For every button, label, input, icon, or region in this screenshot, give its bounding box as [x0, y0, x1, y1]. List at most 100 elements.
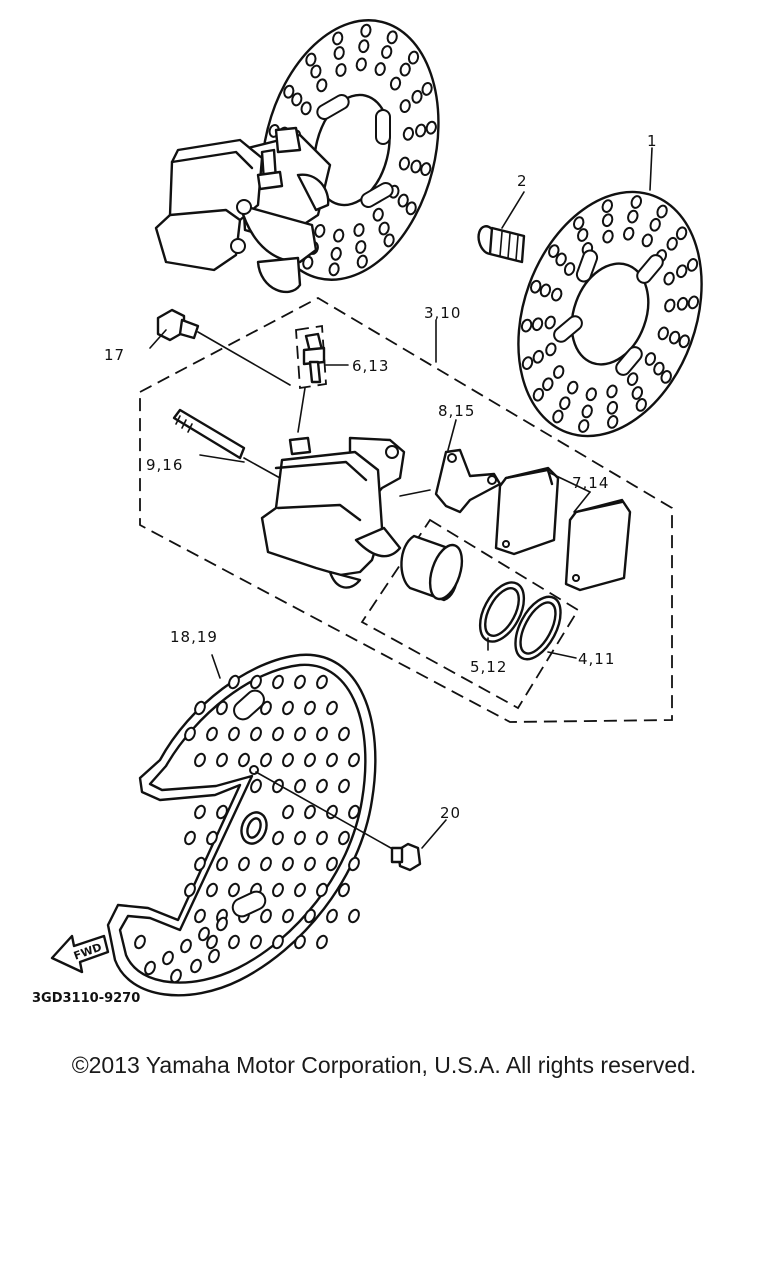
callout-4-11: 4,11	[578, 650, 615, 668]
perforation-hole	[304, 856, 316, 872]
perforation-hole	[539, 283, 552, 298]
callout-8-15: 8,15	[438, 402, 475, 420]
perforation-hole	[180, 938, 192, 954]
caliper-assembly-boundary	[139, 296, 673, 723]
perforation-hole	[304, 908, 316, 924]
slide-pin-9-16	[172, 408, 281, 479]
callout-18-19: 18,19	[170, 628, 218, 646]
perforation-hole	[328, 262, 340, 277]
perforation-hole	[326, 700, 338, 716]
perforation-hole	[649, 217, 661, 232]
assembled-brake-view	[154, 19, 440, 294]
perforation-hole	[208, 948, 220, 964]
perforation-hole	[294, 934, 306, 950]
disc-bolt-2	[477, 191, 526, 264]
perforation-hole	[415, 123, 427, 138]
perforation-hole	[194, 700, 206, 716]
perforation-hole	[330, 246, 342, 261]
perforation-hole	[410, 159, 422, 174]
perforation-hole	[184, 882, 196, 898]
perforation-hole	[206, 726, 218, 742]
pad-spring-8-15	[434, 419, 502, 514]
perforation-hole	[552, 409, 564, 424]
perforation-hole	[134, 934, 146, 950]
perforation-hole	[184, 830, 196, 846]
callout-20: 20	[440, 804, 461, 822]
perforation-hole	[228, 674, 240, 690]
perforation-hole	[360, 23, 372, 38]
perforation-hole	[310, 64, 322, 79]
callout-17: 17	[104, 346, 125, 364]
perforation-hole	[521, 356, 534, 370]
perforation-hole	[144, 960, 156, 976]
perforation-hole	[304, 804, 316, 820]
callout-6-13: 6,13	[352, 357, 389, 375]
callout-9-16: 9,16	[146, 456, 183, 474]
caliper-body	[260, 436, 431, 589]
perforation-hole	[542, 377, 554, 392]
perforation-hole	[550, 287, 563, 302]
perforation-hole	[585, 387, 598, 402]
perforation-hole	[348, 908, 360, 924]
perforation-hole	[194, 804, 206, 820]
perforation-hole	[622, 226, 635, 241]
perforation-hole	[216, 856, 228, 872]
callout-5-12: 5,12	[470, 658, 507, 676]
perforation-hole	[686, 258, 699, 272]
perforation-hole	[664, 298, 676, 313]
perforation-hole	[194, 856, 206, 872]
perforation-hole	[283, 84, 295, 99]
perforation-hole	[272, 934, 284, 950]
assembled-caliper	[154, 126, 332, 294]
perforation-hole	[399, 62, 411, 77]
piston-seal-group-boundary	[360, 518, 580, 710]
perforation-hole	[260, 752, 272, 768]
perforation-hole	[338, 830, 350, 846]
callout-1: 1	[647, 132, 658, 150]
piston-seal-4-11	[514, 595, 577, 661]
perforation-hole	[316, 778, 328, 794]
callout-7-14: 7,14	[572, 474, 609, 492]
perforation-hole	[572, 216, 585, 230]
perforation-hole	[216, 804, 228, 820]
brake-disc-holes	[520, 195, 700, 433]
perforation-hole	[316, 78, 328, 93]
perforation-hole	[635, 398, 648, 412]
perforation-hole	[399, 99, 411, 114]
perforation-hole	[314, 223, 326, 238]
perforation-hole	[531, 317, 544, 332]
perforation-hole	[653, 361, 665, 376]
perforation-hole	[302, 255, 314, 270]
perforation-hole	[190, 958, 202, 974]
perforation-hole	[333, 228, 345, 243]
bleed-screw-6-13	[295, 324, 349, 433]
perforation-hole	[272, 882, 284, 898]
perforation-hole	[601, 199, 614, 213]
perforation-hole	[421, 81, 433, 96]
perforation-hole	[559, 396, 571, 411]
callout-3-10: 3,10	[424, 304, 461, 322]
dust-seal-5-12	[478, 581, 526, 651]
perforation-hole	[206, 934, 218, 950]
perforation-hole	[630, 195, 643, 209]
caliper-bolt-17	[149, 308, 291, 386]
perforation-hole	[606, 384, 618, 399]
perforation-hole	[383, 233, 395, 248]
perforation-hole	[378, 221, 390, 236]
perforation-hole	[294, 778, 306, 794]
perforation-hole	[238, 752, 250, 768]
perforation-hole	[304, 700, 316, 716]
perforation-hole	[355, 57, 367, 72]
perforation-hole	[250, 778, 262, 794]
perforation-hole	[316, 882, 328, 898]
perforation-hole	[216, 916, 228, 932]
callout-2: 2	[517, 172, 528, 190]
perforation-hole	[601, 213, 614, 228]
perforation-hole	[332, 31, 344, 46]
callout-labels: 1 2 3,10 17 6,13 8,15 9,16 7,14 18,19 4,…	[32, 132, 658, 1006]
perforation-hole	[397, 193, 409, 208]
perforation-hole	[425, 120, 437, 135]
perforation-hole	[294, 726, 306, 742]
perforation-hole	[194, 908, 206, 924]
disc-protector-18-19	[106, 653, 377, 997]
